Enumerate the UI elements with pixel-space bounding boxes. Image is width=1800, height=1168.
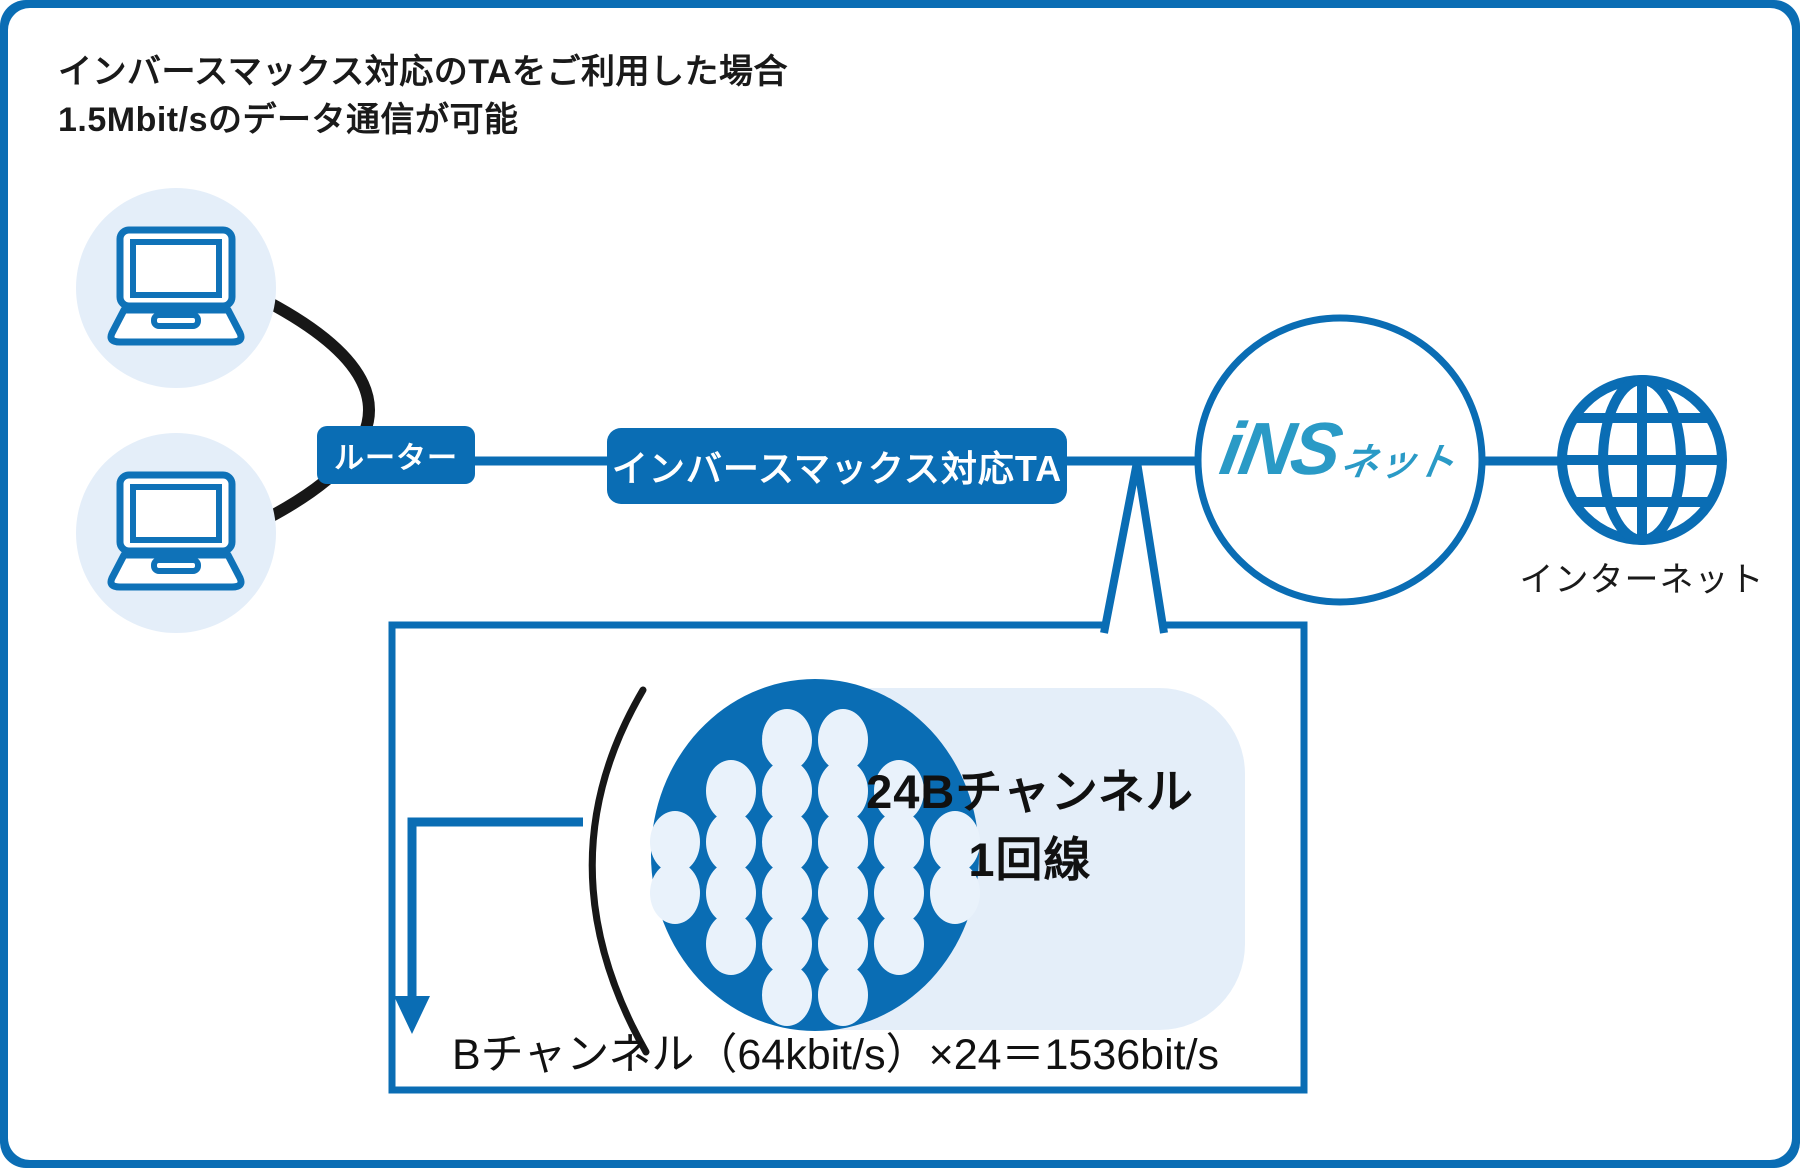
ins-net-circle bbox=[1194, 314, 1486, 606]
laptop-icon bbox=[111, 230, 241, 342]
ta-label: インバースマックス対応TA bbox=[611, 448, 1063, 489]
router-node: ルーター bbox=[317, 426, 475, 484]
b-channel-dot bbox=[762, 760, 812, 822]
b-channel-dot bbox=[762, 862, 812, 924]
b-channel-dot bbox=[762, 811, 812, 873]
arrow-head-icon bbox=[394, 996, 430, 1034]
b-channel-dot bbox=[874, 760, 924, 822]
b-channel-dot bbox=[818, 811, 868, 873]
title-line1: インバースマックス対応のTAをご利用した場合 bbox=[58, 53, 789, 91]
b-channel-dot bbox=[706, 862, 756, 924]
channel-label-line1: 24Bチャンネル bbox=[866, 765, 1194, 818]
cross-section-brace bbox=[588, 686, 650, 1056]
b-channel-dot bbox=[818, 709, 868, 771]
ins-logo-suffix: ネット bbox=[1337, 442, 1459, 484]
ins-net-logo: iNS ネット bbox=[1191, 407, 1489, 490]
b-channel-dot bbox=[650, 862, 700, 924]
b-channel-dot bbox=[874, 862, 924, 924]
b-channel-dot bbox=[706, 760, 756, 822]
b-channel-dot bbox=[818, 913, 868, 975]
b-channel-dot bbox=[818, 964, 868, 1026]
b-channel-dots bbox=[650, 709, 980, 1026]
inverse-mux-ta-node: インバースマックス対応TA bbox=[607, 428, 1067, 504]
globe-icon bbox=[1557, 375, 1727, 545]
lan-arc bbox=[262, 296, 375, 524]
b-channel-dot bbox=[930, 862, 980, 924]
router-label: ルーター bbox=[334, 442, 458, 475]
b-channel-dot bbox=[930, 811, 980, 873]
callout-pointer bbox=[1100, 461, 1168, 634]
b-channel-dot bbox=[650, 811, 700, 873]
b-channel-dot bbox=[762, 709, 812, 771]
channel-count-label: 24Bチャンネル 1回線 bbox=[840, 758, 1220, 894]
bandwidth-formula: Bチャンネル（64kbit/s）×24＝1536bit/s bbox=[452, 1031, 1220, 1079]
laptop-icon bbox=[111, 475, 241, 587]
b-channel-dot bbox=[818, 862, 868, 924]
arrow-line bbox=[407, 817, 583, 1000]
b-channel-dot bbox=[706, 913, 756, 975]
b-channel-dot bbox=[874, 811, 924, 873]
channel-label-line2: 1回線 bbox=[968, 833, 1092, 886]
b-channel-dot bbox=[818, 760, 868, 822]
b-channel-dot bbox=[874, 913, 924, 975]
diagram-title: インバースマックス対応のTAをご利用した場合 1.5Mbit/sのデータ通信が可… bbox=[58, 48, 958, 144]
internet-label: インターネット bbox=[1519, 561, 1765, 599]
b-channel-dot bbox=[762, 964, 812, 1026]
b-channel-dot bbox=[706, 811, 756, 873]
b-channel-dot bbox=[762, 913, 812, 975]
title-line2: 1.5Mbit/sのデータ通信が可能 bbox=[58, 101, 519, 139]
ins-logo-text: iNS bbox=[1214, 407, 1347, 490]
